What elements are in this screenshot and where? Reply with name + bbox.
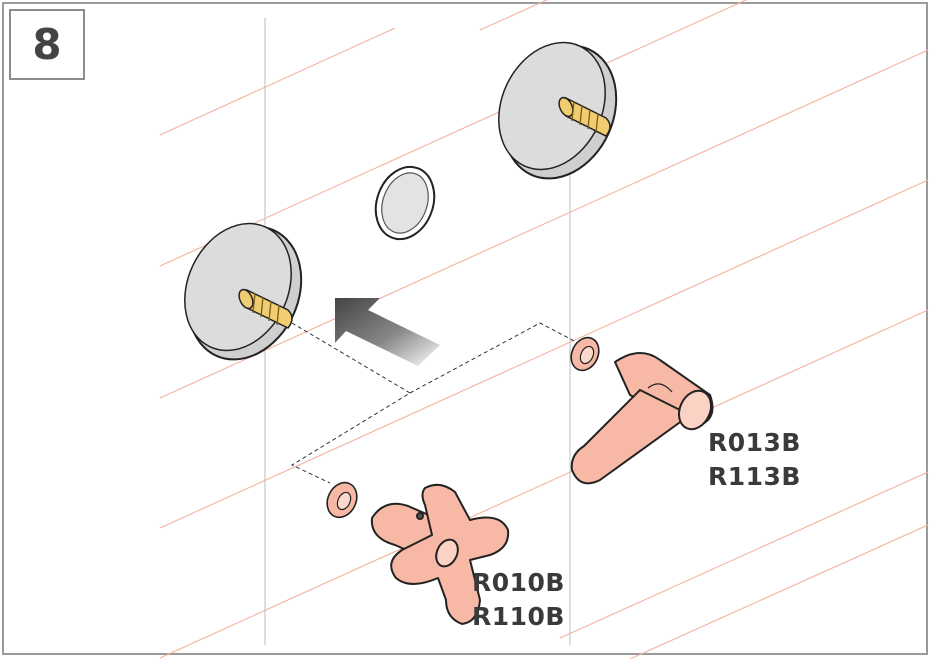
- rose-plate-icon: [498, 41, 618, 180]
- cross-model-code-2: R110B: [472, 602, 565, 631]
- cross-model-code-1: R010B: [472, 568, 565, 597]
- lever-handle-icon: [570, 352, 714, 485]
- guide-lines: [290, 322, 583, 484]
- step-number: 8: [32, 20, 62, 69]
- washer-icon: [326, 481, 358, 519]
- lever-model-code-1: R013B: [708, 428, 801, 457]
- ring-icon: [374, 165, 436, 241]
- step-number-box: 8: [9, 9, 85, 80]
- washer-icon: [570, 336, 600, 372]
- lever-model-code-2: R113B: [708, 462, 801, 491]
- cross-handle-icon: [370, 483, 510, 625]
- threaded-stud-icon: [238, 288, 293, 329]
- wall-lines: [159, 0, 929, 659]
- insert-arrow-icon: [335, 298, 440, 366]
- threaded-stud-icon: [558, 96, 611, 137]
